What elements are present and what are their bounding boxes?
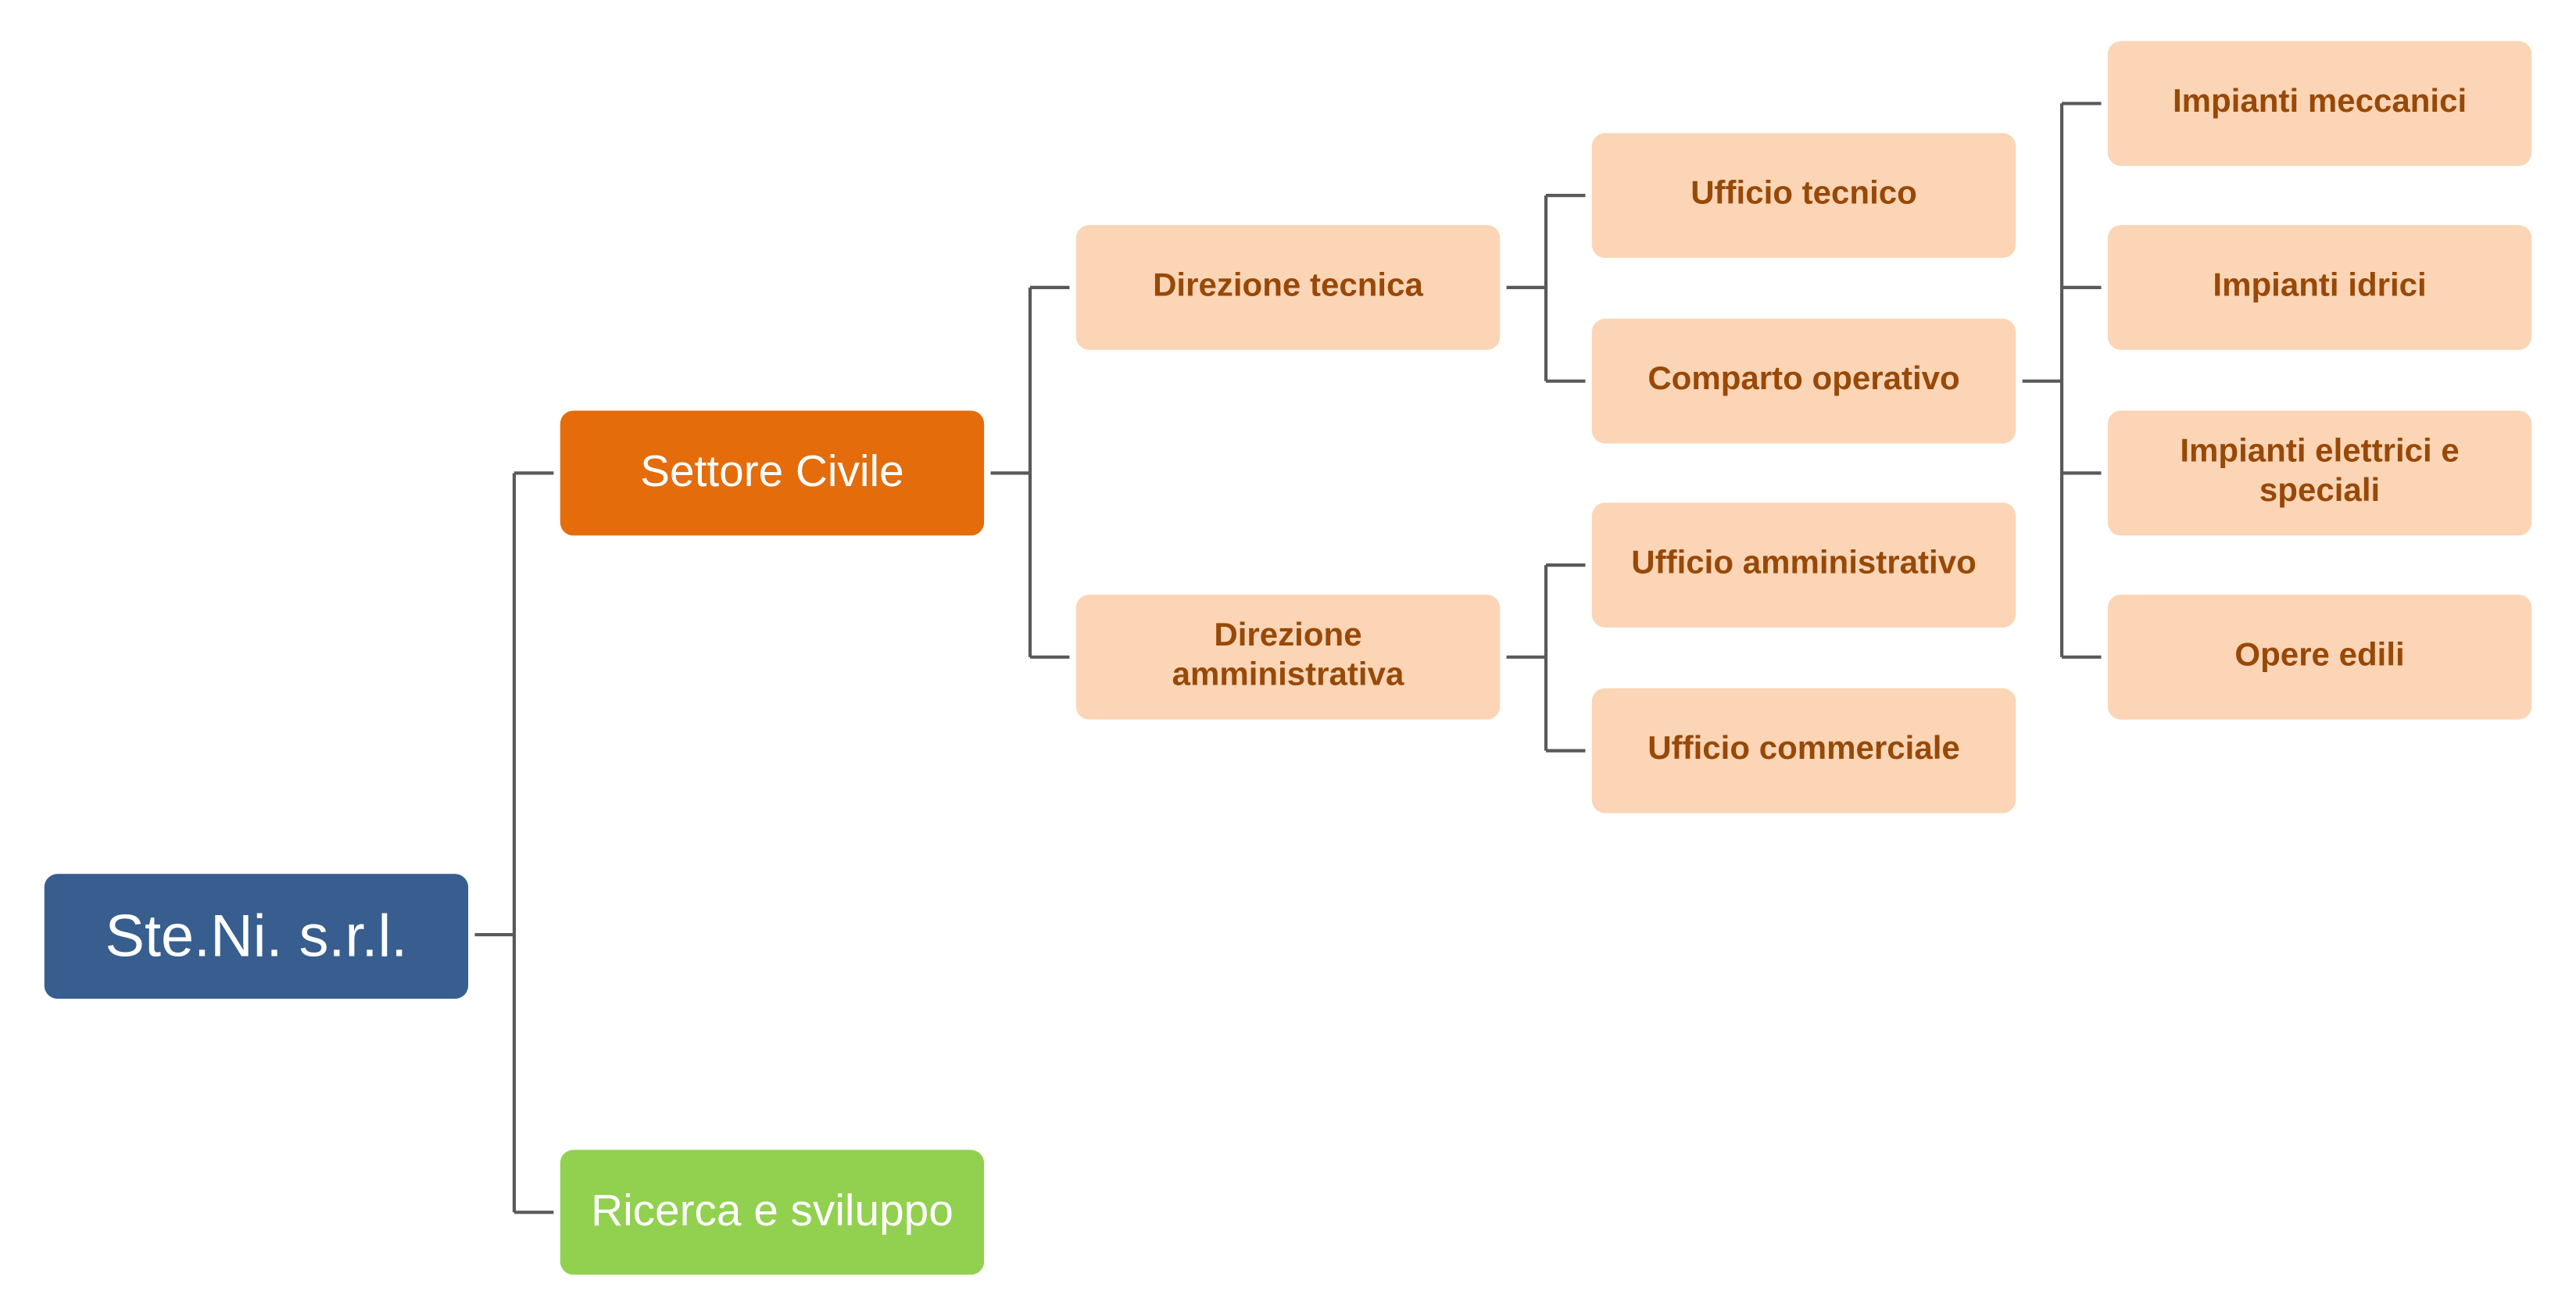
connector-settore-to-direzioni — [990, 285, 1070, 659]
node-impianti-meccanici: Impianti meccanici — [2107, 41, 2532, 166]
node-direzione-tecnica: Direzione tecnica — [1075, 224, 1501, 350]
node-impianti-elettrici-e-speciali: Impianti elettrici e speciali — [2107, 410, 2532, 536]
node-impianti-idrici: Impianti idrici — [2107, 224, 2532, 350]
node-ufficio-commerciale: Ufficio commerciale — [1591, 688, 2016, 814]
node-opere-edili: Opere edili — [2107, 594, 2532, 720]
connector-dir-tecnica-to-children — [1506, 194, 1586, 383]
node-root: Ste.Ni. s.r.l. — [44, 874, 469, 1000]
connector-dir-amministrativa-to-children — [1506, 563, 1586, 753]
node-direzione-amministrativa: Direzione amministrativa — [1075, 594, 1501, 720]
node-comparto-operativo: Comparto operativo — [1591, 318, 2016, 444]
connector-root-to-level1 — [474, 471, 554, 1214]
node-ufficio-amministrativo: Ufficio amministrativo — [1591, 502, 2016, 628]
node-ricerca-e-sviluppo: Ricerca e sviluppo — [560, 1150, 985, 1275]
node-ufficio-tecnico: Ufficio tecnico — [1591, 133, 2016, 259]
connector-group — [474, 102, 2102, 1214]
node-settore-civile: Settore Civile — [560, 410, 985, 536]
connector-comparto-to-children — [2022, 102, 2102, 659]
